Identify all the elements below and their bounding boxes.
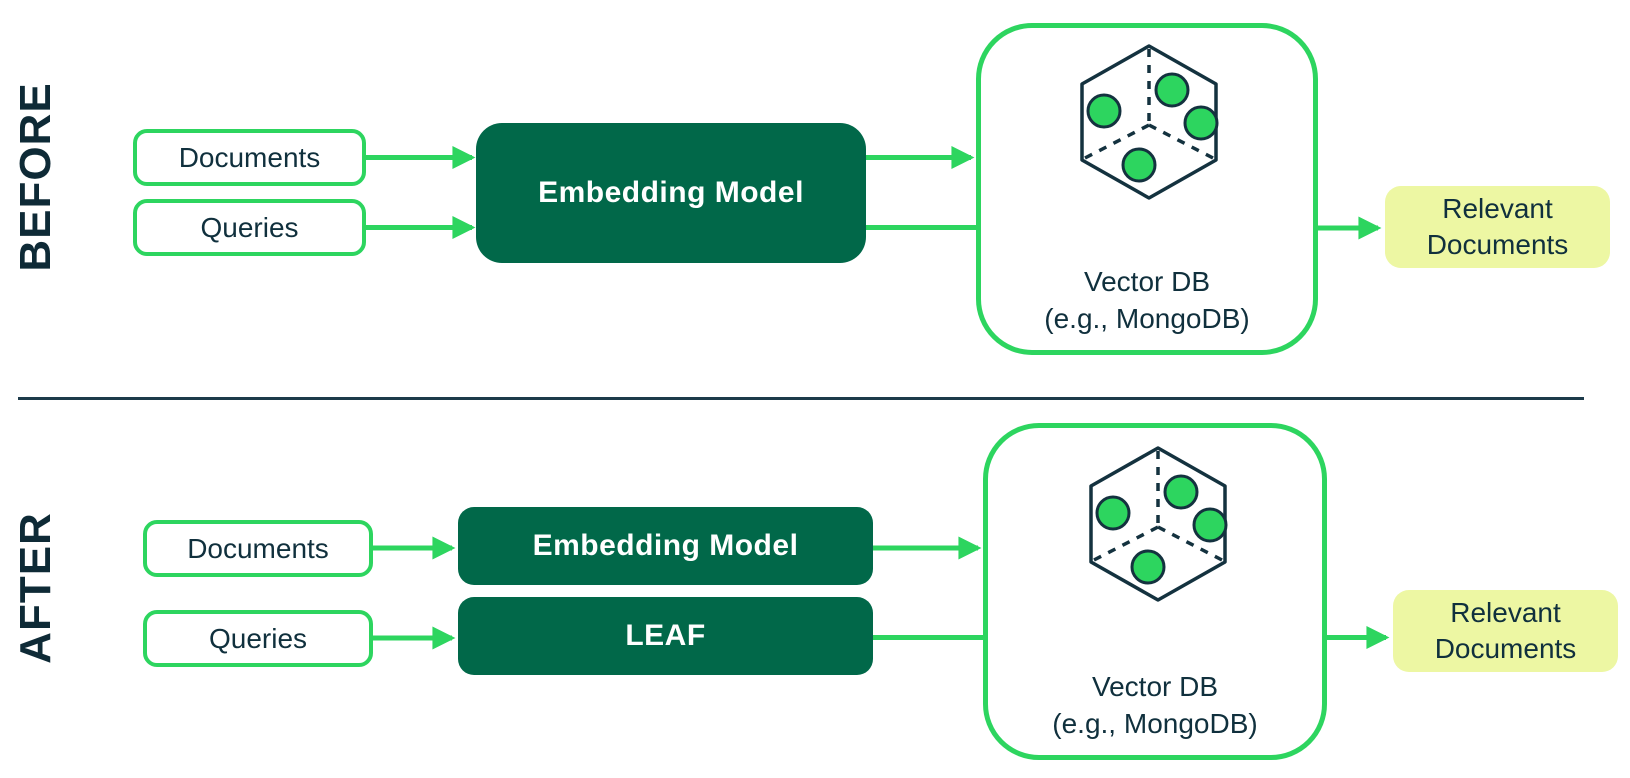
after-vector-db-box: Vector DB (e.g., MongoDB): [983, 423, 1327, 760]
after-documents-label: Documents: [187, 532, 329, 564]
after-vector-db-label: Vector DB (e.g., MongoDB): [988, 669, 1322, 743]
before-vector-db-title: Vector DB: [1083, 266, 1211, 298]
after-relevant-documents-label: Relevant Documents: [1434, 597, 1577, 664]
before-documents-box: Documents: [133, 129, 366, 186]
before-vector-db-subtitle: (e.g., MongoDB): [1044, 303, 1250, 335]
before-documents-label: Documents: [178, 141, 321, 173]
after-leaf-box: LEAF: [458, 597, 873, 675]
after-queries-label: Queries: [208, 622, 308, 654]
after-relevant-documents-box: Relevant Documents: [1393, 590, 1618, 672]
after-vector-db-title: Vector DB: [1091, 671, 1219, 703]
after-documents-box: Documents: [143, 520, 373, 577]
after-leaf-label: LEAF: [625, 619, 706, 652]
before-relevant-documents-box: Relevant Documents: [1385, 186, 1610, 268]
after-embedding-model-label: Embedding Model: [532, 529, 799, 562]
after-section-label: AFTER: [11, 512, 60, 664]
after-vector-db-subtitle: (e.g., MongoDB): [1052, 708, 1258, 740]
before-vector-db-label: Vector DB (e.g., MongoDB): [981, 264, 1313, 338]
vector-db-cube-icon: [1078, 445, 1238, 603]
before-embedding-model-label: Embedding Model: [538, 176, 804, 209]
section-divider: [18, 397, 1584, 400]
after-queries-box: Queries: [143, 610, 373, 667]
before-queries-label: Queries: [200, 211, 299, 243]
before-vector-db-box: Vector DB (e.g., MongoDB): [976, 23, 1318, 355]
before-queries-box: Queries: [133, 199, 366, 256]
before-relevant-documents-label: Relevant Documents: [1426, 193, 1569, 260]
after-embedding-model-box: Embedding Model: [458, 507, 873, 585]
before-embedding-model-box: Embedding Model: [476, 123, 866, 263]
before-section-label: BEFORE: [11, 82, 60, 272]
vector-db-cube-icon: [1069, 43, 1229, 201]
